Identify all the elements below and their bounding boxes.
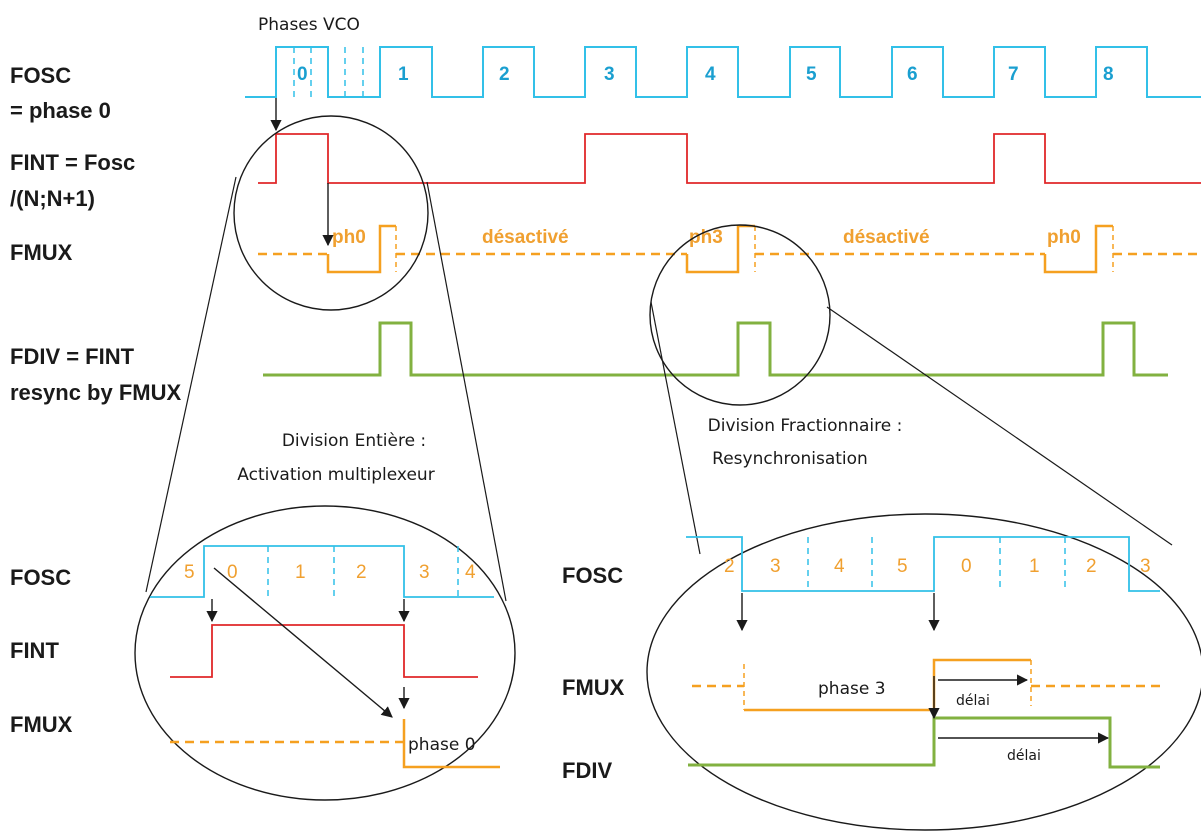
zoom-ellipse-left <box>134 505 516 801</box>
phase-number: 2 <box>1086 556 1097 577</box>
fmux-label: FMUX <box>10 240 73 265</box>
fosc-phase-dashes <box>293 47 364 97</box>
phase-number: 1 <box>1029 556 1040 577</box>
right-delay-label-1: délai <box>956 693 990 709</box>
right-fosc-phase-dashes <box>807 537 1066 591</box>
right-fmux-waveform <box>692 658 1162 712</box>
left-arrows <box>206 567 410 718</box>
fdiv-label: FDIV = FINT <box>10 344 135 369</box>
right-fdiv-waveform <box>688 716 1160 769</box>
fint-label: FINT = Fosc <box>10 150 135 175</box>
fmux-tag-ph3: ph3 <box>689 227 723 248</box>
right-delay-label-2: délai <box>1007 748 1041 764</box>
pulse-number: 8 <box>1103 64 1114 85</box>
right-caption-line2: Resynchronisation <box>712 449 868 469</box>
fosc-label: FOSC <box>10 63 71 88</box>
left-fint-waveform <box>170 624 478 678</box>
pulse-number: 4 <box>705 64 716 85</box>
left-phase-numbers: 5 0 1 2 3 4 <box>184 562 476 583</box>
phase-number: 3 <box>770 556 781 577</box>
fosc-pulse-numbers: 0 1 2 3 4 5 6 7 8 <box>297 64 1114 85</box>
fint-ratio-label: /(N;N+1) <box>10 186 95 211</box>
pulse-number: 2 <box>499 64 510 85</box>
left-fint-label: FINT <box>10 638 59 663</box>
fmux-waveform <box>258 224 1201 274</box>
left-fosc-label: FOSC <box>10 565 71 590</box>
phase-number: 1 <box>295 562 306 583</box>
right-fosc-waveform <box>686 536 1160 592</box>
phase-number: 5 <box>897 556 908 577</box>
phase-number: 3 <box>419 562 430 583</box>
right-fdiv-label: FDIV <box>562 758 612 783</box>
pulse-number: 1 <box>398 64 409 85</box>
left-fmux-waveform <box>170 719 500 769</box>
phase-number: 5 <box>184 562 195 583</box>
fosc-phase0-label: = phase 0 <box>10 98 111 123</box>
pulse-number: 0 <box>297 64 308 85</box>
fmux-tag-ph0: ph0 <box>1047 227 1081 248</box>
fmux-tag-ph0: ph0 <box>332 227 366 248</box>
fint-waveform <box>258 133 1201 184</box>
fdiv-waveform <box>263 321 1168 377</box>
pulse-number: 7 <box>1008 64 1019 85</box>
phases-vco-title: Phases VCO <box>258 15 360 35</box>
fosc-waveform <box>245 46 1201 98</box>
left-fosc-phase-dashes <box>267 546 459 597</box>
phase-number: 2 <box>724 556 735 577</box>
fmux-tag-disabled: désactivé <box>843 227 930 248</box>
left-fosc-waveform <box>150 545 494 598</box>
right-phase-text: phase 3 <box>818 679 886 699</box>
pulse-number: 5 <box>806 64 817 85</box>
phase-number: 4 <box>834 556 845 577</box>
phase-number: 4 <box>465 562 476 583</box>
phase-number: 2 <box>356 562 367 583</box>
right-caption-line1: Division Fractionnaire : <box>708 416 903 436</box>
right-fmux-label: FMUX <box>562 675 625 700</box>
right-fosc-label: FOSC <box>562 563 623 588</box>
fdiv-resync-label: resync by FMUX <box>10 380 181 405</box>
left-caption-line1: Division Entière : <box>282 431 426 451</box>
phase-number: 0 <box>227 562 238 583</box>
zoom-circle-small-left <box>233 115 429 311</box>
zoom-projection-lines <box>145 176 1173 602</box>
fmux-tag-disabled: désactivé <box>482 227 569 248</box>
right-arrows <box>736 593 1110 744</box>
pulse-number: 3 <box>604 64 615 85</box>
left-fmux-label: FMUX <box>10 712 73 737</box>
pulse-number: 6 <box>907 64 918 85</box>
phase-number: 0 <box>961 556 972 577</box>
right-phase-numbers: 2 3 4 5 0 1 2 3 <box>724 556 1151 577</box>
phase-number: 3 <box>1140 556 1151 577</box>
zoom-circle-small-right <box>649 224 831 406</box>
left-caption-line2: Activation multiplexeur <box>237 465 434 485</box>
left-phase-text: phase 0 <box>408 735 476 755</box>
zoom-ellipse-right <box>646 513 1201 831</box>
